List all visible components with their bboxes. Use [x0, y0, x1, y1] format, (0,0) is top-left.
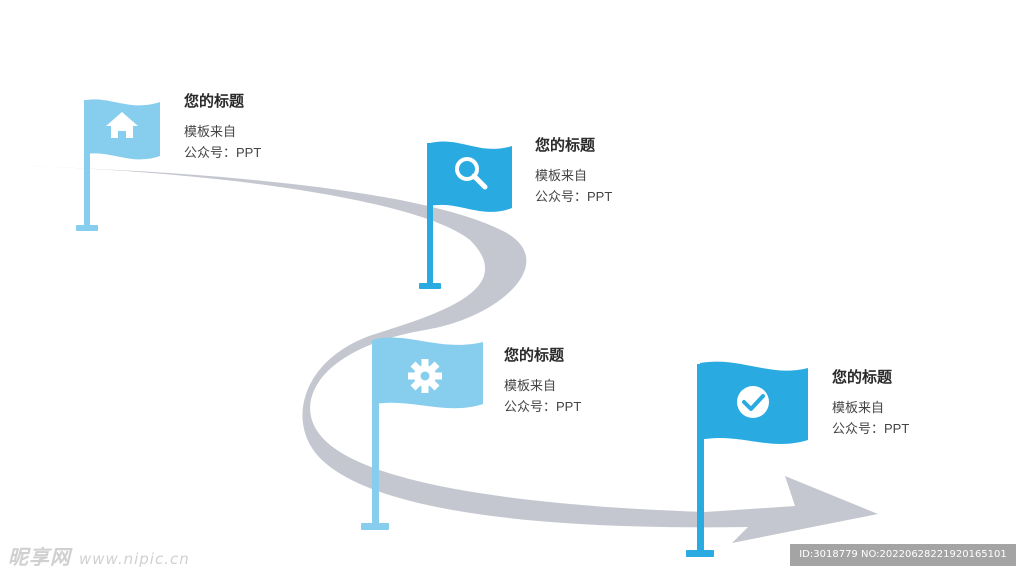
- milestone-line1-4: 模板来自: [832, 400, 885, 415]
- milestone-title-3: 您的标题: [504, 347, 565, 364]
- milestone-line1-3: 模板来自: [504, 378, 557, 393]
- search-icon: [455, 157, 488, 190]
- milestone-line2-2: 公众号：PPT: [535, 189, 613, 204]
- flag-pole-3: [372, 340, 379, 526]
- home-icon: [106, 112, 138, 138]
- milestone-line1-2: 模板来自: [535, 168, 588, 183]
- milestone-title-2: 您的标题: [535, 137, 596, 154]
- milestone-line1-1: 模板来自: [184, 124, 237, 139]
- flag-base-1: [76, 225, 98, 231]
- milestone-label-4: 您的标题 模板来自 公众号：PPT: [832, 369, 909, 439]
- milestone-label-1: 您的标题 模板来自 公众号：PPT: [184, 93, 261, 163]
- watermark-id: ID:3018779 NO:20220628221920165101: [790, 544, 1016, 566]
- milestone-line2-1: 公众号：PPT: [184, 145, 262, 160]
- check-circle-icon: [737, 386, 769, 418]
- flag-pole-4: [697, 364, 704, 554]
- milestone-line2-3: 公众号：PPT: [504, 399, 582, 414]
- milestone-title-1: 您的标题: [184, 93, 245, 110]
- gear-icon: [408, 359, 442, 393]
- milestone-flag-1: [76, 99, 160, 231]
- watermark-url: www.nipic.cn: [78, 550, 190, 568]
- flag-pole-1: [84, 100, 90, 228]
- milestone-line2-4: 公众号：PPT: [832, 421, 910, 436]
- watermark-site-name: 昵享网: [8, 545, 71, 569]
- flag-base-3: [361, 523, 389, 530]
- milestone-title-4: 您的标题: [832, 369, 893, 386]
- flag-base-4: [686, 550, 714, 557]
- milestone-label-2: 您的标题 模板来自 公众号：PPT: [535, 137, 612, 207]
- watermark-site: 昵享网 www.nipic.cn: [8, 541, 190, 570]
- flag-pole-2: [427, 143, 433, 285]
- flag-base-2: [419, 283, 441, 289]
- milestone-flag-3: [361, 337, 483, 530]
- milestone-flag-2: [419, 141, 512, 289]
- milestone-label-3: 您的标题 模板来自 公众号：PPT: [504, 347, 581, 417]
- milestone-flag-4: [686, 361, 808, 557]
